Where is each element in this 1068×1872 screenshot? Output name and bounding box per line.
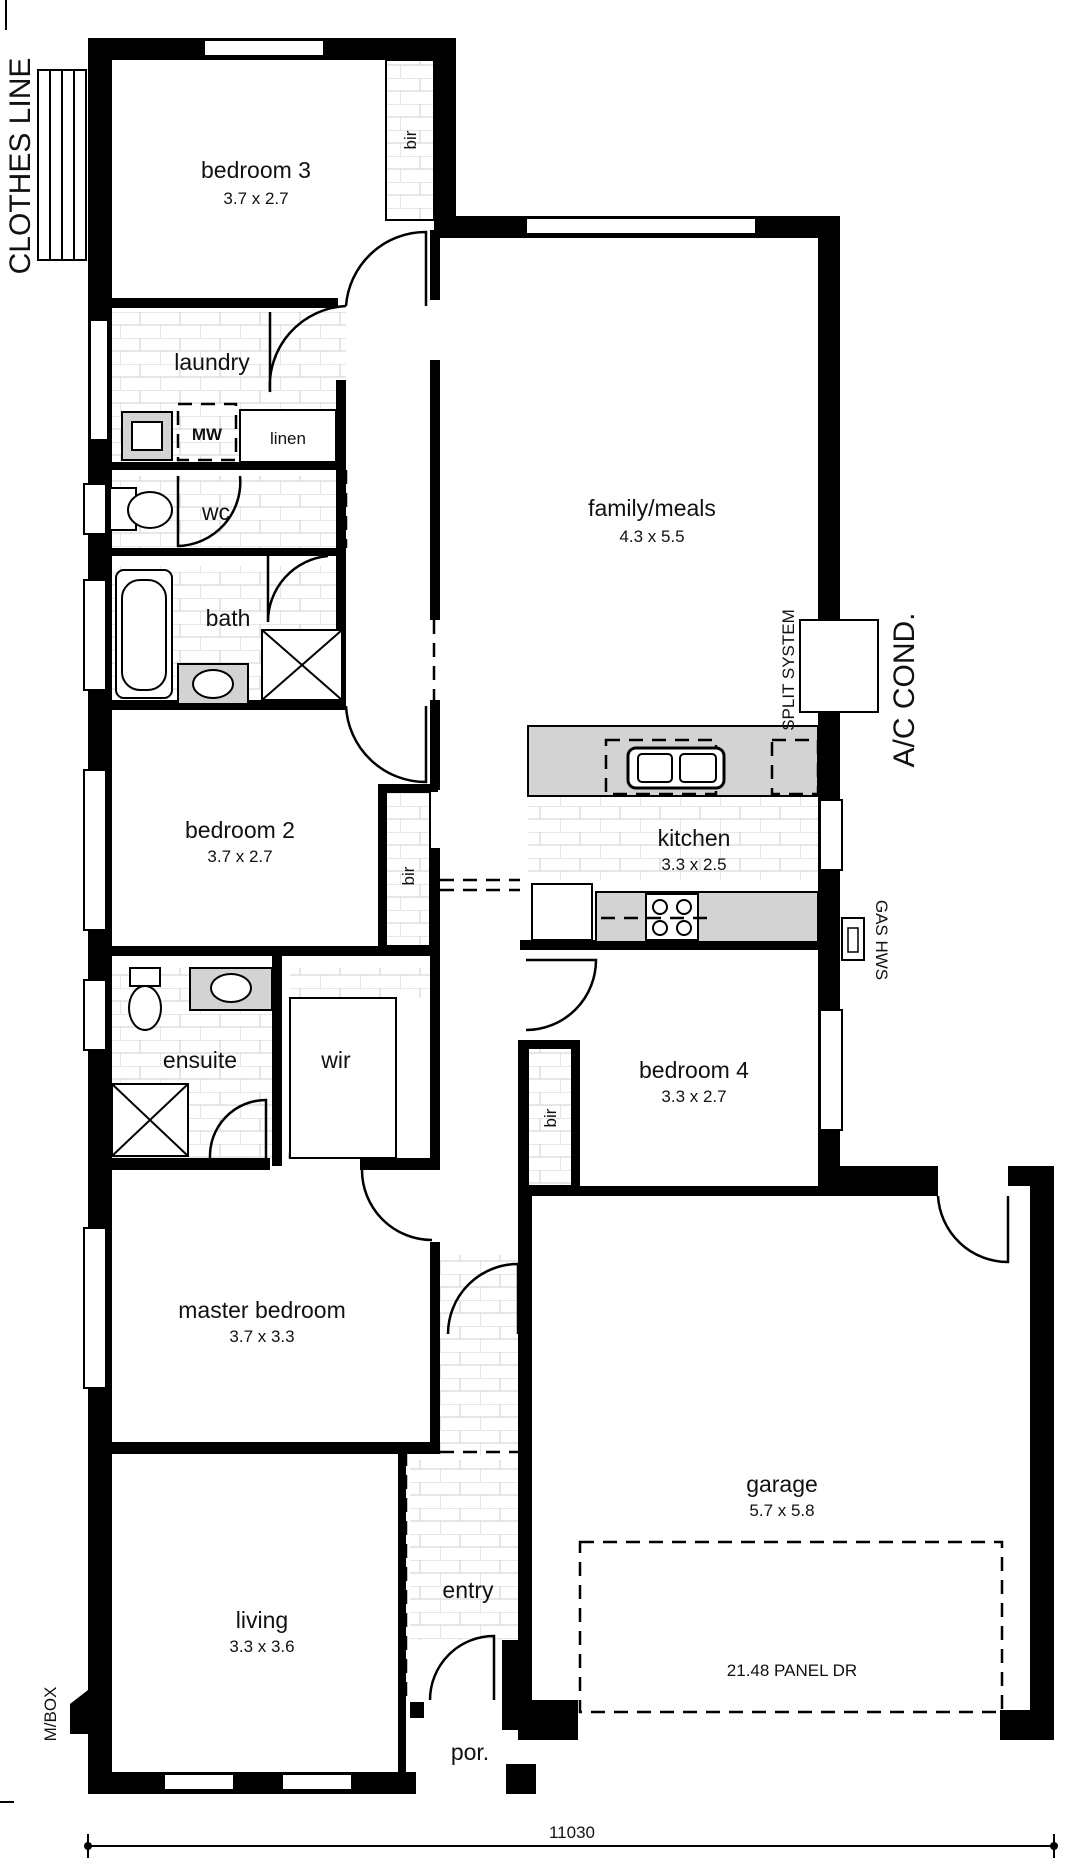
clothes-line: [37, 69, 87, 261]
gas-hws-label: GAS HWS: [872, 900, 891, 980]
room-name-wc: wc: [201, 499, 230, 525]
room-size-bedroom2: 3.7 x 2.7: [207, 847, 272, 866]
room-size-master: 3.7 x 3.3: [229, 1327, 294, 1346]
clothes-line-label: CLOTHES LINE: [4, 58, 37, 275]
room-name-wir: wir: [320, 1047, 351, 1073]
window: [83, 483, 107, 535]
room-size-family: 4.3 x 5.5: [619, 527, 684, 546]
ac-unit: [799, 619, 879, 713]
window: [819, 799, 843, 871]
mw-label: MW: [192, 425, 223, 444]
mbox-label: M/BOX: [41, 1687, 60, 1742]
entry-floor: [410, 1460, 526, 1640]
window: [203, 39, 325, 57]
room-name-kitchen: kitchen: [658, 825, 731, 851]
hall-floor: [440, 1255, 528, 1455]
shower-icon: [111, 1083, 189, 1157]
room-name-garage: garage: [746, 1471, 818, 1497]
window: [819, 1009, 843, 1131]
window: [83, 579, 107, 691]
room-size-bedroom3: 3.7 x 2.7: [223, 189, 288, 208]
room-name-living: living: [236, 1607, 288, 1633]
overall-width-label: 11030: [549, 1823, 595, 1842]
room-name-linen: linen: [270, 429, 306, 448]
room-name-bedroom2: bedroom 2: [185, 817, 295, 843]
dimension-line: [84, 1834, 1058, 1858]
sink-icon: [626, 746, 726, 790]
garage-door-outline: [578, 1540, 1004, 1714]
wir-floor: [290, 968, 430, 998]
window: [163, 1773, 235, 1791]
shower-icon: [261, 629, 343, 701]
linen-cupboard: [239, 409, 337, 463]
room-name-family: family/meals: [588, 495, 716, 521]
bir-cupboard: [385, 59, 435, 221]
bir-label: bir: [401, 130, 420, 149]
bathtub-icon: [115, 569, 173, 699]
bir-label: bir: [541, 1108, 560, 1127]
fridge-space: [531, 883, 593, 941]
room-size-bedroom4: 3.3 x 2.7: [661, 1087, 726, 1106]
bir-cupboard: [385, 791, 431, 947]
room-name-bedroom3: bedroom 3: [201, 157, 311, 183]
toilet-icon: [109, 487, 173, 531]
room-name-laundry: laundry: [174, 349, 250, 375]
bir-cupboard: [527, 1047, 573, 1187]
room-name-entry: entry: [442, 1577, 494, 1603]
window: [89, 319, 109, 441]
room-name-bath: bath: [206, 605, 251, 631]
mbox-icon: [70, 1690, 88, 1734]
ac-cond-label: A/C COND.: [888, 612, 921, 767]
wir-outline: [289, 997, 397, 1159]
washing-machine: [176, 402, 238, 462]
window: [525, 217, 757, 235]
bir-label: bir: [399, 866, 418, 885]
toilet-icon: [128, 967, 162, 1031]
window: [83, 979, 107, 1051]
room-name-porch: por.: [451, 1739, 489, 1765]
room-name-master: master bedroom: [178, 1297, 345, 1323]
window: [83, 1227, 107, 1389]
room-size-living: 3.3 x 3.6: [229, 1637, 294, 1656]
room-name-bedroom4: bedroom 4: [639, 1057, 749, 1083]
window: [281, 1773, 353, 1791]
gas-hws-unit: [841, 917, 865, 961]
window: [83, 769, 107, 931]
split-system-label: SPLIT SYSTEM: [779, 609, 798, 731]
room-size-garage: 5.7 x 5.8: [749, 1501, 814, 1520]
kitchen-floor: [528, 795, 818, 880]
room-size-kitchen: 3.3 x 2.5: [661, 855, 726, 874]
panel-door-label: 21.48 PANEL DR: [727, 1661, 857, 1680]
room-name-ensuite: ensuite: [163, 1047, 237, 1073]
